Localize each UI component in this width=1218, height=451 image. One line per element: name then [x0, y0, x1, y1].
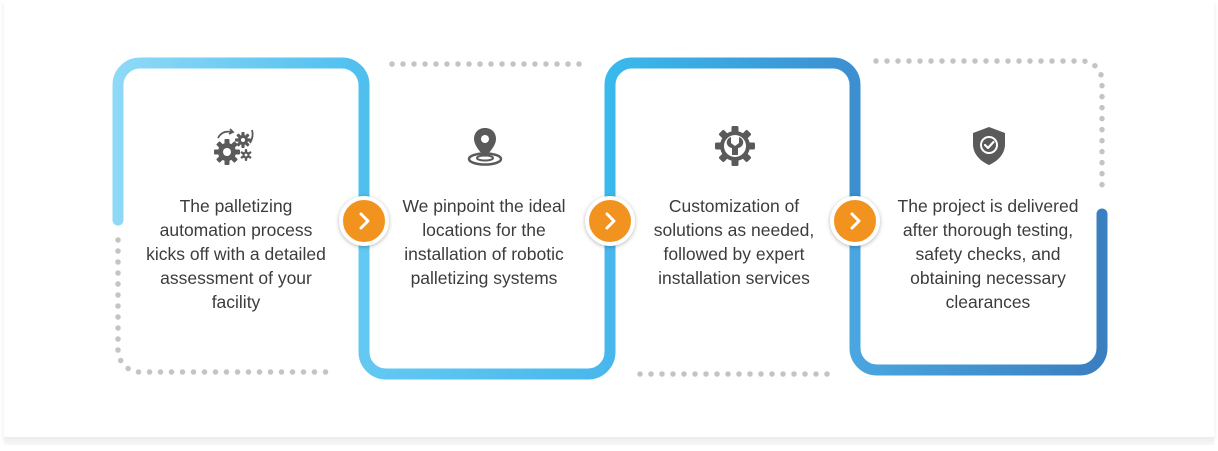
next-step-button-2[interactable] [585, 196, 635, 246]
next-step-button-3[interactable] [830, 196, 880, 246]
frame-1-dotted [115, 237, 333, 375]
step-3-text: Customization of solutions as needed, fo… [653, 196, 815, 288]
chevron-right-icon [359, 212, 370, 230]
step-1-text: The palletizing automation process kicks… [146, 196, 326, 312]
wrench-gear-icon [713, 124, 757, 168]
next-step-button-1[interactable] [339, 196, 389, 246]
step-2-text: We pinpoint the ideal locations for the … [402, 196, 566, 288]
chevron-right-icon [605, 212, 616, 230]
frame-1-solid [112, 57, 370, 226]
frame-2-solid [358, 239, 616, 380]
frame-4-dotted [873, 58, 1105, 193]
panel-shadow [4, 437, 1214, 445]
frame-3-solid [604, 57, 861, 202]
step-4-text: The project is delivered after thorough … [897, 196, 1079, 312]
chevron-right-icon [850, 212, 861, 230]
location-pin-icon [463, 124, 507, 168]
frame-4-solid [849, 208, 1108, 376]
shield-check-icon [967, 124, 1011, 168]
gears-icon [212, 124, 256, 168]
